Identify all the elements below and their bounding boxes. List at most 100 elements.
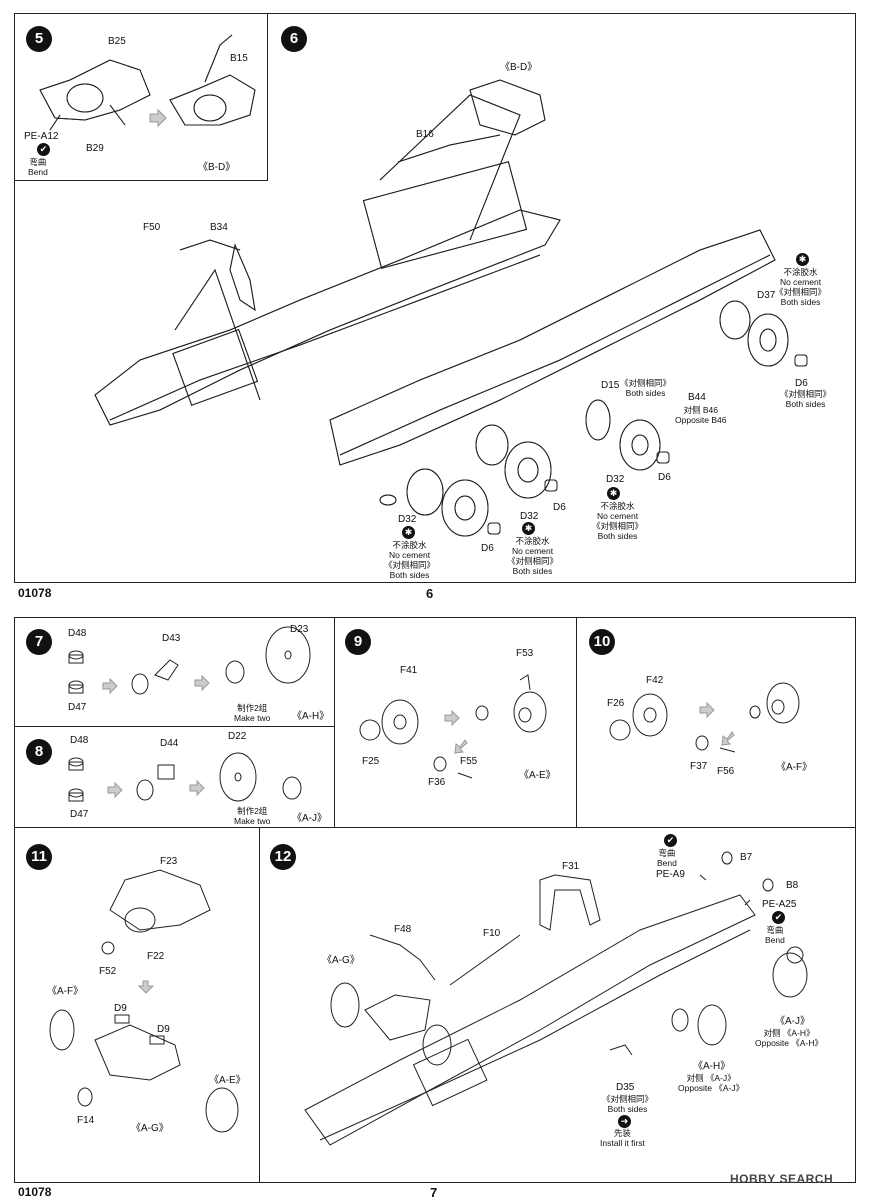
no-cement-icon: ✱ <box>796 253 809 266</box>
no-cement-icon-2: ✱ <box>607 487 620 500</box>
label-pe-a25: PE-A25 <box>762 899 797 910</box>
label-ag-s11: 《A-G》 <box>131 1123 169 1134</box>
no-cement-icon-4: ✱ <box>522 522 535 535</box>
d32b-no-cement-en: No cement <box>511 546 554 556</box>
label-f41: F41 <box>400 665 418 676</box>
step5-number: 5 <box>26 26 52 52</box>
d32c-both-sides-cn: 《对侧相同》 <box>592 521 644 531</box>
label-d47-s7: D47 <box>68 702 87 713</box>
label-pe-a9: PE-A9 <box>656 869 685 880</box>
label-f36: F36 <box>428 777 446 788</box>
label-bd-assembly: 《B-D》 <box>198 162 236 173</box>
hobby-search-watermark: HOBBY SEARCH <box>730 1172 834 1186</box>
step9-number: 9 <box>345 629 371 655</box>
b44-opposite: 对侧 B46 Opposite B46 <box>675 405 727 425</box>
step8-number: 8 <box>26 739 52 765</box>
label-d47-s8: D47 <box>70 809 89 820</box>
label-d15: D15 <box>601 380 620 391</box>
label-f42: F42 <box>646 675 664 686</box>
step7-number: 7 <box>26 629 52 655</box>
step6-number: 6 <box>281 26 307 52</box>
no-cement-cn: 不涂胶水 <box>783 267 818 277</box>
d35-both-sides-en: Both sides <box>607 1104 648 1114</box>
label-f48: F48 <box>394 924 412 935</box>
both-sides-right-cn: 《对侧相同》 <box>780 389 832 399</box>
d32a-no-cement-en: No cement <box>388 550 431 560</box>
label-f10: F10 <box>483 928 501 939</box>
no-cement-note-top: 不涂胶水 No cement 《对侧相同》 Both sides <box>775 267 826 307</box>
label-b7: B7 <box>740 852 753 863</box>
label-b29: B29 <box>86 143 104 154</box>
bend-note-s12b: 弯曲 Bend <box>765 925 785 945</box>
step10-panel <box>576 617 856 828</box>
step12-number: 12 <box>270 844 296 870</box>
d32b-no-cement-cn: 不涂胶水 <box>515 536 550 546</box>
both-sides-d15-en: Both sides <box>625 388 666 398</box>
label-d32-right: D32 <box>606 474 625 485</box>
label-f25: F25 <box>362 756 380 767</box>
make-two-s7: 制作2组 Make two <box>234 703 270 723</box>
d32c-no-cement-en: No cement <box>596 511 639 521</box>
d32c-no-cement-cn: 不涂胶水 <box>600 501 635 511</box>
aj-opposite: 对侧 《A-H》 Opposite 《A-H》 <box>755 1028 823 1048</box>
label-d6-c: D6 <box>553 502 566 513</box>
bend-note: 弯曲 Bend <box>28 157 48 177</box>
install-first-note: 先装 Install it first <box>600 1128 645 1148</box>
bend-note-en: Bend <box>28 167 48 177</box>
bend-icon-s12b: ✔ <box>772 911 785 924</box>
label-b25: B25 <box>108 36 126 47</box>
step11-number: 11 <box>26 844 52 870</box>
b44-opp-en: Opposite B46 <box>675 415 727 425</box>
label-b44: B44 <box>688 392 706 403</box>
label-ae-s11: 《A-E》 <box>209 1075 246 1086</box>
bend-s12a-cn: 弯曲 <box>658 848 676 858</box>
no-cement-en: No cement <box>779 277 822 287</box>
bend-s12b-cn: 弯曲 <box>766 925 784 935</box>
label-b16: B16 <box>416 129 434 140</box>
step9-panel <box>334 617 577 828</box>
both-sides-d15-cn: 《对侧相同》 <box>620 378 672 388</box>
no-cement-icon-3: ✱ <box>402 526 415 539</box>
make-two-s8-en: Make two <box>234 816 271 826</box>
d32a-both-sides-cn: 《对侧相同》 <box>384 560 436 570</box>
d32b-both-sides-cn: 《对侧相同》 <box>507 556 559 566</box>
label-f55: F55 <box>460 756 478 767</box>
label-ae-s9: 《A-E》 <box>519 770 556 781</box>
label-d9-b: D9 <box>157 1024 170 1035</box>
label-d6-a: D6 <box>481 543 494 554</box>
label-af-s10: 《A-F》 <box>776 762 813 773</box>
label-aj-s12: 《A-J》 <box>775 1016 810 1027</box>
d32a-both-sides-en: Both sides <box>389 570 430 580</box>
make-two-s8-cn: 制作2组 <box>237 806 268 816</box>
label-f14: F14 <box>77 1115 95 1126</box>
page6-number: 6 <box>426 586 434 601</box>
both-sides-en: Both sides <box>780 297 821 307</box>
label-bd: 《B-D》 <box>500 62 538 73</box>
label-pe-a12: PE-A12 <box>24 131 59 142</box>
bend-note-cn: 弯曲 <box>29 157 47 167</box>
label-af-s11: 《A-F》 <box>47 986 84 997</box>
label-d32-mid: D32 <box>520 511 539 522</box>
label-ah-s7: 《A-H》 <box>292 711 330 722</box>
d32c-both-sides-en: Both sides <box>597 531 638 541</box>
step12-panel <box>259 827 856 1183</box>
make-two-s8: 制作2组 Make two <box>234 806 270 826</box>
bend-s12b-en: Bend <box>765 935 785 945</box>
both-sides-right-en: Both sides <box>785 399 826 409</box>
label-d48-s7: D48 <box>68 628 87 639</box>
label-f37: F37 <box>690 761 708 772</box>
both-sides-cn: 《对侧相同》 <box>775 287 827 297</box>
install-first-icon: ➜ <box>618 1115 631 1128</box>
page7-number: 7 <box>430 1185 438 1200</box>
label-f50: F50 <box>143 222 161 233</box>
label-d9-a: D9 <box>114 1003 127 1014</box>
label-d6-right: D6 <box>795 378 808 389</box>
bend-icon-s12a: ✔ <box>664 834 677 847</box>
page6-footer-code: 01078 <box>18 586 52 600</box>
ah-opposite: 对侧 《A-J》 Opposite 《A-J》 <box>678 1073 744 1093</box>
label-f31: F31 <box>562 861 580 872</box>
label-f22: F22 <box>147 951 165 962</box>
install-first-en: Install it first <box>600 1138 645 1148</box>
step6-chassis <box>94 79 776 466</box>
step5-arrow <box>149 108 167 128</box>
